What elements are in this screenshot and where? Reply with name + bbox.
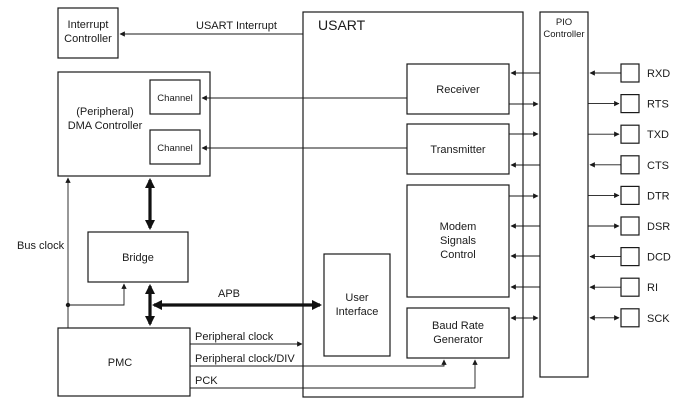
user-interface-box	[323, 253, 391, 357]
baud-label-2: Generator	[433, 334, 483, 346]
transmitter-box	[406, 123, 510, 175]
transmitter-label: Transmitter	[430, 144, 486, 156]
apb-label: APB	[218, 288, 240, 300]
dma-channel-label-rx: Channel	[157, 93, 192, 104]
modem-label-1: Modem	[440, 221, 477, 233]
modem-label-2: Signals	[440, 235, 477, 247]
pin-label-dcd: DCD	[647, 252, 671, 264]
pin-box-dsr	[620, 216, 640, 236]
pin-label-ri: RI	[647, 282, 658, 294]
interrupt-controller-box	[57, 7, 119, 59]
pin-box-txd	[620, 124, 640, 144]
pio-controller-box	[539, 11, 589, 378]
pin-box-rts	[620, 93, 640, 114]
peripheral-clock-label: Peripheral clock	[195, 331, 274, 343]
pin-label-sck: SCK	[647, 313, 670, 325]
pin-box-rxd	[620, 63, 640, 83]
interrupt-controller-label-2: Controller	[64, 33, 112, 45]
pck-label: PCK	[195, 375, 218, 387]
dma-controller-label-2: DMA Controller	[68, 120, 143, 132]
modem-label-3: Control	[440, 249, 475, 261]
pin-box-ri	[620, 277, 640, 297]
bus-clock-junction	[65, 302, 71, 308]
pin-box-cts	[620, 155, 640, 175]
user-interface-label-2: Interface	[336, 306, 379, 318]
usart-interrupt-label: USART Interrupt	[196, 20, 277, 32]
interrupt-controller-label-1: Interrupt	[68, 19, 109, 31]
baud-label-1: Baud Rate	[432, 320, 484, 332]
pmc-box	[57, 327, 191, 397]
peripheral-clock-div-label: Peripheral clock/DIV	[195, 353, 295, 365]
dma-channel-label-tx: Channel	[157, 143, 192, 154]
dma-channel-box-rx	[149, 79, 201, 115]
dma-channel-box-tx	[149, 129, 201, 165]
bus-clock-label: Bus clock	[17, 240, 65, 252]
pin-label-txd: TXD	[647, 129, 669, 141]
user-interface-label-1: User	[345, 292, 369, 304]
pin-box-sck	[620, 308, 640, 328]
pin-label-cts: CTS	[647, 160, 669, 172]
pio-label-2: Controller	[543, 29, 584, 40]
receiver-label: Receiver	[436, 84, 480, 96]
pmc-label: PMC	[108, 357, 133, 369]
receiver-box	[406, 63, 510, 115]
pck-arrow	[190, 359, 478, 389]
dma-controller-label-1: (Peripheral)	[76, 106, 133, 118]
modem-signals-control-box	[406, 184, 510, 298]
pin-box-dcd	[620, 247, 640, 267]
pin-label-rts: RTS	[647, 99, 669, 111]
peripheral-clock-div-arrow	[190, 359, 447, 367]
pio-label-1: PIO	[556, 17, 572, 28]
pin-box-dtr	[620, 185, 640, 205]
bus-clock-to-bridge	[68, 283, 127, 306]
pin-label-dtr: DTR	[647, 190, 670, 202]
bridge-label: Bridge	[122, 252, 154, 264]
pin-label-dsr: DSR	[647, 221, 670, 233]
pins-group: RXD RTS TXD CTS DTR DSR DCD RI SCK	[588, 63, 671, 328]
pin-label-rxd: RXD	[647, 68, 670, 80]
usart-title: USART	[318, 17, 366, 33]
baud-rate-generator-box	[406, 307, 510, 359]
bridge-box	[87, 231, 189, 283]
